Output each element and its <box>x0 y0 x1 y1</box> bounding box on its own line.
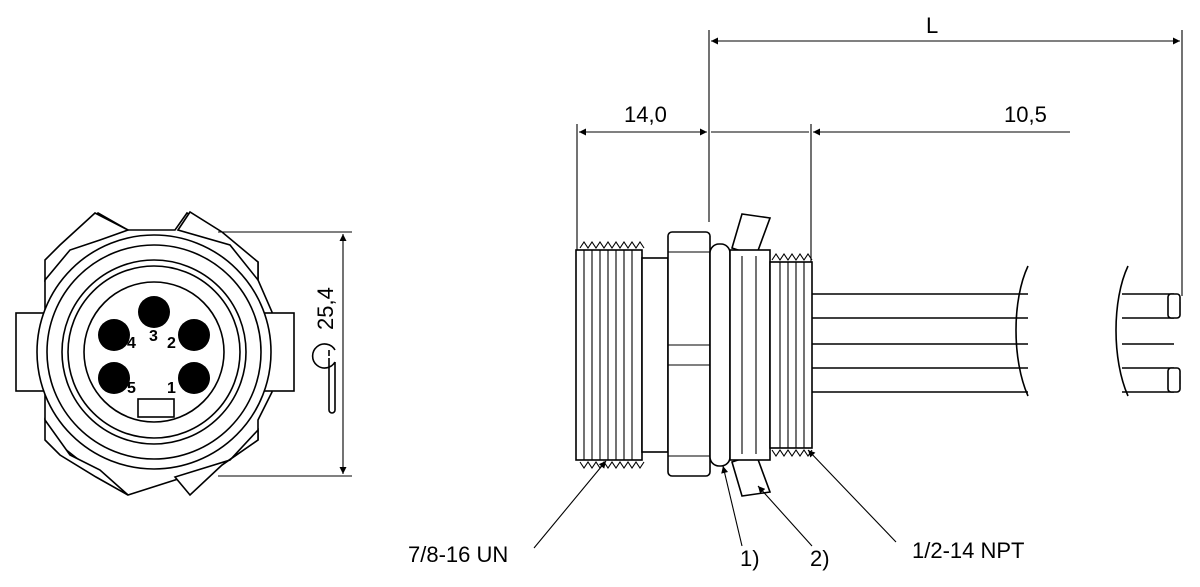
front-view: 3 4 2 5 1 25,4 <box>15 210 352 497</box>
body-ring-2 <box>46 244 262 460</box>
dim-14-label: 14,0 <box>624 102 667 127</box>
insert-face <box>83 281 225 423</box>
leader-npt-thread <box>807 449 897 543</box>
pin-label-4: 4 <box>127 335 136 352</box>
body-shoulder <box>641 257 669 453</box>
pin-label-3: 3 <box>149 328 158 345</box>
wire-leads <box>812 265 1181 397</box>
leader-un-thread <box>533 460 607 549</box>
callout-note-1: 1) <box>740 546 760 571</box>
keyway <box>137 398 175 418</box>
callout-npt-thread: 1/2-14 NPT <box>912 538 1025 563</box>
dim-L-label: L <box>926 13 938 38</box>
insert-ring-outer <box>61 259 247 445</box>
leader-note-2 <box>757 485 813 547</box>
pin-4 <box>98 319 130 351</box>
pin-3 <box>138 296 170 328</box>
pin-label-2: 2 <box>167 335 176 352</box>
pin-label-5: 5 <box>127 380 136 397</box>
insert-ring-mid <box>67 265 241 439</box>
callout-note-2: 2) <box>810 546 830 571</box>
dim-25-4-label: 25,4 <box>313 287 338 330</box>
hex-nut-side <box>667 231 711 477</box>
un-thread <box>575 241 645 469</box>
side-view: L 14,0 10,5 7/8-16 UN 1) 2) 1/2-14 NPT <box>408 13 1183 571</box>
dim-10-5-label: 10,5 <box>1004 102 1047 127</box>
seal-washer <box>729 213 772 497</box>
npt-thread <box>769 253 813 457</box>
callout-un-thread: 7/8-16 UN <box>408 542 508 567</box>
pin-1 <box>178 362 210 394</box>
o-ring <box>709 243 731 467</box>
outer-body-ring <box>36 234 272 470</box>
pin-5 <box>98 362 130 394</box>
leader-note-1 <box>721 465 743 547</box>
pin-label-1: 1 <box>167 380 176 397</box>
wrench-icon <box>311 343 336 414</box>
pin-2 <box>178 319 210 351</box>
